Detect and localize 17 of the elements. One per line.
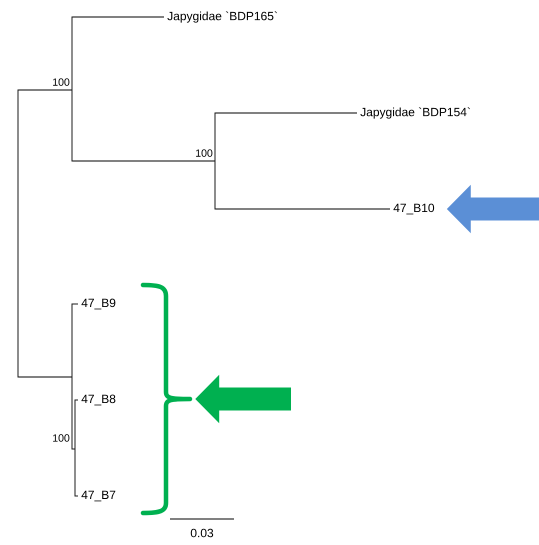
tree-branch (18, 376, 72, 378)
taxon-label: Japygidae `BDP154` (360, 107, 470, 119)
taxon-label: 47_B7 (81, 490, 116, 502)
tree-branch (215, 112, 358, 114)
tree-branch (215, 208, 390, 210)
tree-branch (72, 448, 75, 450)
taxon-label: 47_B8 (81, 394, 116, 406)
bootstrap-value: 100 (196, 149, 212, 157)
tree-branch (72, 160, 215, 162)
taxon-label: 47_B9 (81, 298, 116, 310)
taxon-label: 47_B10 (393, 204, 434, 214)
scale-label: 0.03 (190, 528, 214, 538)
brace (140, 282, 192, 516)
taxon-label: Japygidae `BDP165` (167, 11, 277, 23)
tree-branch (72, 16, 164, 18)
bootstrap-value: 100 (53, 434, 70, 442)
bootstrap-value: 100 (53, 78, 70, 86)
